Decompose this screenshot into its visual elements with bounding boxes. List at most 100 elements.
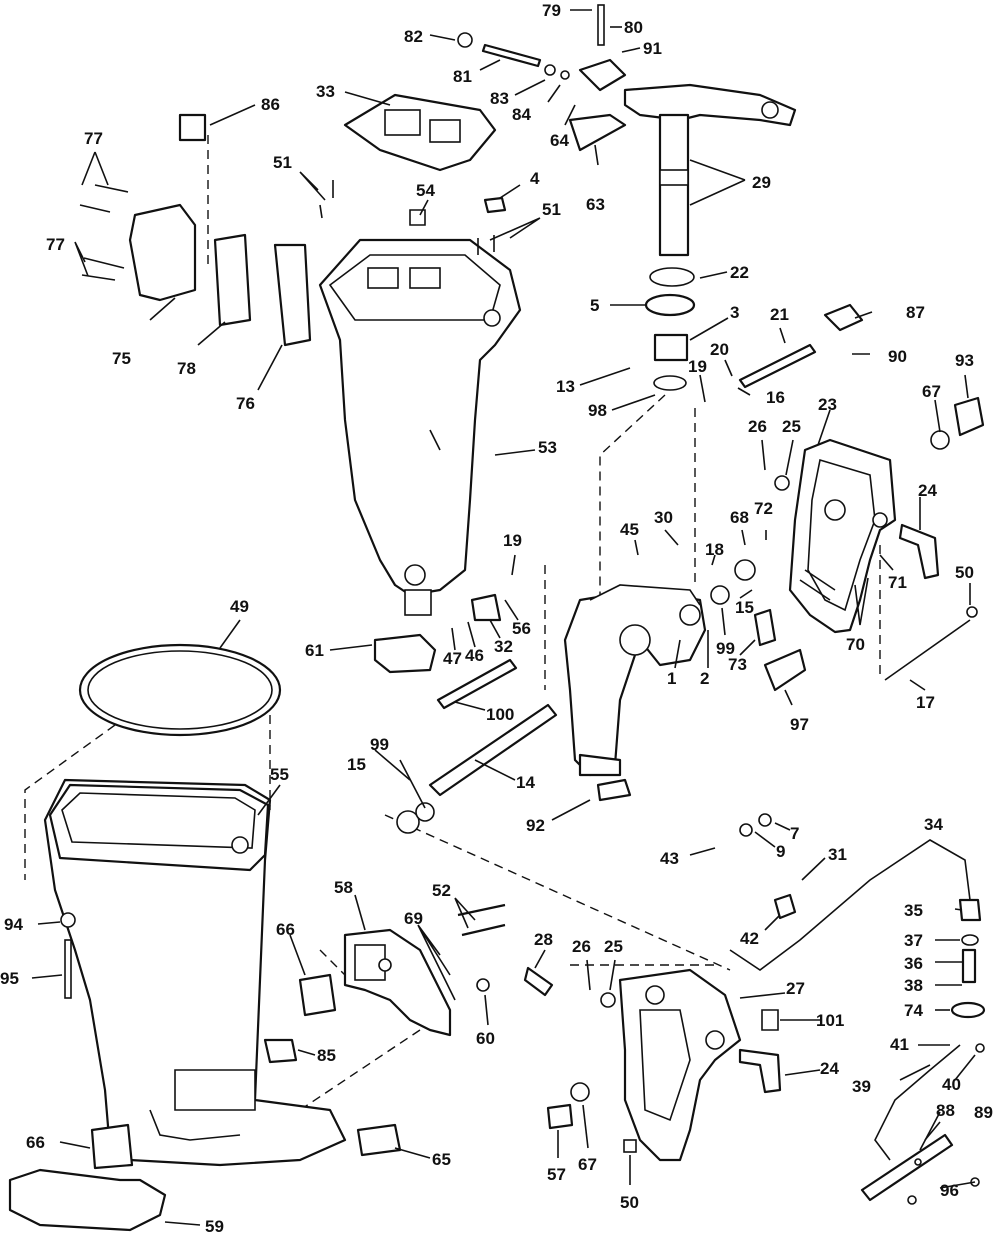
callout-77-top: 77 <box>84 129 103 148</box>
callout-65: 65 <box>432 1150 451 1169</box>
callout-91: 91 <box>643 39 662 58</box>
callout-77-mid: 77 <box>46 235 65 254</box>
callout-31: 31 <box>828 845 847 864</box>
callout-76: 76 <box>236 394 255 413</box>
callout-46: 46 <box>465 646 484 665</box>
callout-5: 5 <box>590 296 599 315</box>
lower-mount-bracket <box>343 928 452 1037</box>
stern-bracket-right <box>788 438 897 634</box>
seal-pair <box>373 633 437 674</box>
callout-45: 45 <box>620 520 639 539</box>
skeg-cover <box>8 1168 167 1232</box>
callout-13: 13 <box>556 377 575 396</box>
callout-14: 14 <box>516 773 535 792</box>
callout-17: 17 <box>916 693 935 712</box>
callout-66-low: 66 <box>26 1133 45 1152</box>
callout-36: 36 <box>904 954 923 973</box>
callout-89: 89 <box>974 1103 993 1122</box>
callout-75: 75 <box>112 349 131 368</box>
callout-82: 82 <box>404 27 423 46</box>
callout-53: 53 <box>538 438 557 457</box>
callout-54: 54 <box>416 181 435 200</box>
callout-78: 78 <box>177 359 196 378</box>
callout-56: 56 <box>512 619 531 638</box>
callout-19-top: 19 <box>688 357 707 376</box>
callout-25-low: 25 <box>604 937 623 956</box>
callout-24-low: 24 <box>820 1059 839 1078</box>
callout-33: 33 <box>316 82 335 101</box>
callout-84: 84 <box>512 105 531 124</box>
ground-cable <box>874 1044 961 1161</box>
callout-60: 60 <box>476 1029 495 1048</box>
callout-26-top: 26 <box>748 417 767 436</box>
callout-63: 63 <box>586 195 605 214</box>
callout-51-left: 51 <box>273 153 292 172</box>
callout-42: 42 <box>740 929 759 948</box>
callout-21: 21 <box>770 305 789 324</box>
callout-68: 68 <box>730 508 749 527</box>
callout-41: 41 <box>890 1035 909 1054</box>
callout-88: 88 <box>936 1101 955 1120</box>
callout-51-right: 51 <box>542 200 561 219</box>
callout-3: 3 <box>730 303 739 322</box>
callout-7: 7 <box>790 824 799 843</box>
callout-81: 81 <box>453 67 472 86</box>
callout-97: 97 <box>790 715 809 734</box>
callout-23: 23 <box>818 395 837 414</box>
stern-bracket-left <box>618 968 742 1162</box>
callout-38: 38 <box>904 976 923 995</box>
callout-25-top: 25 <box>782 417 801 436</box>
callout-67-top: 67 <box>922 382 941 401</box>
long-bolt <box>884 619 971 681</box>
steering-arm <box>623 83 797 257</box>
callout-16: 16 <box>766 388 785 407</box>
callout-66-mid: 66 <box>276 920 295 939</box>
swivel-bracket <box>563 584 707 777</box>
callout-27: 27 <box>786 979 805 998</box>
callout-59: 59 <box>205 1217 224 1236</box>
callout-64: 64 <box>550 131 569 150</box>
callout-43: 43 <box>660 849 679 868</box>
through-tube <box>436 658 518 710</box>
callout-37: 37 <box>904 931 923 950</box>
callout-50-low: 50 <box>620 1193 639 1212</box>
callout-20: 20 <box>710 340 729 359</box>
callout-55: 55 <box>270 765 289 784</box>
callout-61: 61 <box>305 641 324 660</box>
callout-85: 85 <box>317 1046 336 1065</box>
callout-92: 92 <box>526 816 545 835</box>
trim-cable <box>729 839 971 971</box>
callout-100: 100 <box>486 705 514 724</box>
exhaust-housing <box>43 778 347 1167</box>
adapter-plate-gasket <box>343 93 497 172</box>
callout-72: 72 <box>754 499 773 518</box>
callout-9: 9 <box>776 842 785 861</box>
callout-87: 87 <box>906 303 925 322</box>
exhaust-cover <box>128 203 197 302</box>
callout-49: 49 <box>230 597 249 616</box>
callout-73: 73 <box>728 655 747 674</box>
callout-30: 30 <box>654 508 673 527</box>
bushing-92 <box>596 778 632 802</box>
callout-93: 93 <box>955 351 974 370</box>
callout-47: 47 <box>443 649 462 668</box>
callout-69: 69 <box>404 909 423 928</box>
callout-86: 86 <box>261 95 280 114</box>
inspection-plate <box>273 243 312 347</box>
callout-18: 18 <box>705 540 724 559</box>
callout-28: 28 <box>534 930 553 949</box>
callout-19-mid: 19 <box>503 531 522 550</box>
callout-2: 2 <box>700 669 709 688</box>
drive-shaft-housing <box>318 238 522 616</box>
callout-57: 57 <box>547 1165 566 1184</box>
callout-99-left: 99 <box>370 735 389 754</box>
tilt-tube <box>428 703 558 797</box>
callout-4: 4 <box>530 169 540 188</box>
leader-lines <box>31 9 976 1226</box>
callout-90: 90 <box>888 347 907 366</box>
callout-22: 22 <box>730 263 749 282</box>
callout-99-mid: 99 <box>716 639 735 658</box>
callout-95: 95 <box>0 969 19 988</box>
